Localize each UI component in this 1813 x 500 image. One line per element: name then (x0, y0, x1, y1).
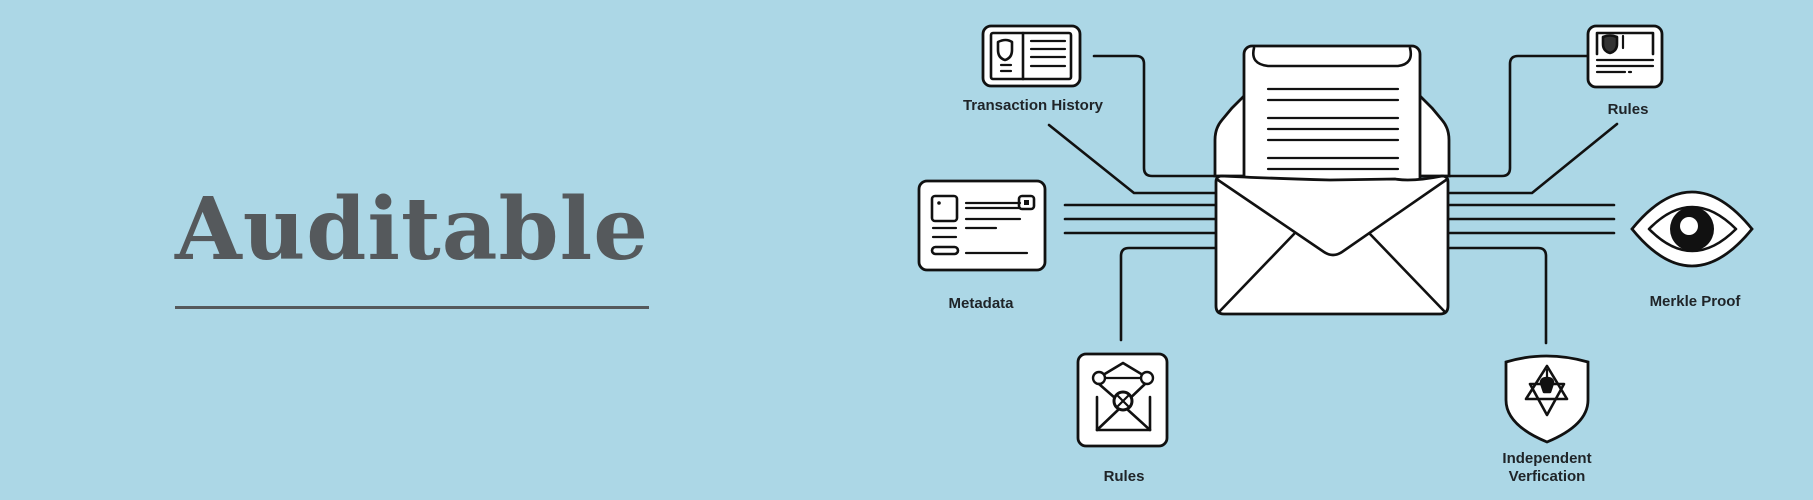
shield-triangle-icon (1504, 354, 1590, 444)
label-independent-verification-line2: Verfication (1509, 468, 1586, 485)
node-independent-verification: Independent Verfication (1502, 354, 1592, 485)
node-rules-bottom: Rules (1076, 352, 1169, 485)
label-transaction-history: Transaction History (963, 97, 1104, 114)
label-metadata: Metadata (948, 295, 1014, 312)
certificate-document-icon (1586, 24, 1664, 89)
connector-lines (1047, 54, 1619, 345)
id-card-document-icon (981, 24, 1082, 88)
node-merkle-proof: Merkle Proof (1630, 190, 1754, 310)
label-rules-top: Rules (1608, 101, 1649, 118)
network-envelope-icon (1076, 352, 1169, 448)
envelope-icon (1213, 44, 1451, 316)
title-underline (175, 306, 649, 309)
document-text-lines (1266, 87, 1400, 171)
node-metadata: Metadata (917, 179, 1047, 312)
label-independent-verification-line1: Independent (1502, 450, 1591, 467)
title-block: Auditable (174, 180, 650, 280)
id-card-icon (917, 179, 1047, 272)
page-title: Auditable (174, 179, 650, 280)
label-rules-bottom: Rules (1104, 468, 1145, 485)
node-rules-top: Rules (1586, 24, 1664, 118)
label-merkle-proof: Merkle Proof (1650, 293, 1742, 310)
node-transaction-history: Transaction History (963, 24, 1104, 114)
eye-icon (1630, 190, 1754, 268)
